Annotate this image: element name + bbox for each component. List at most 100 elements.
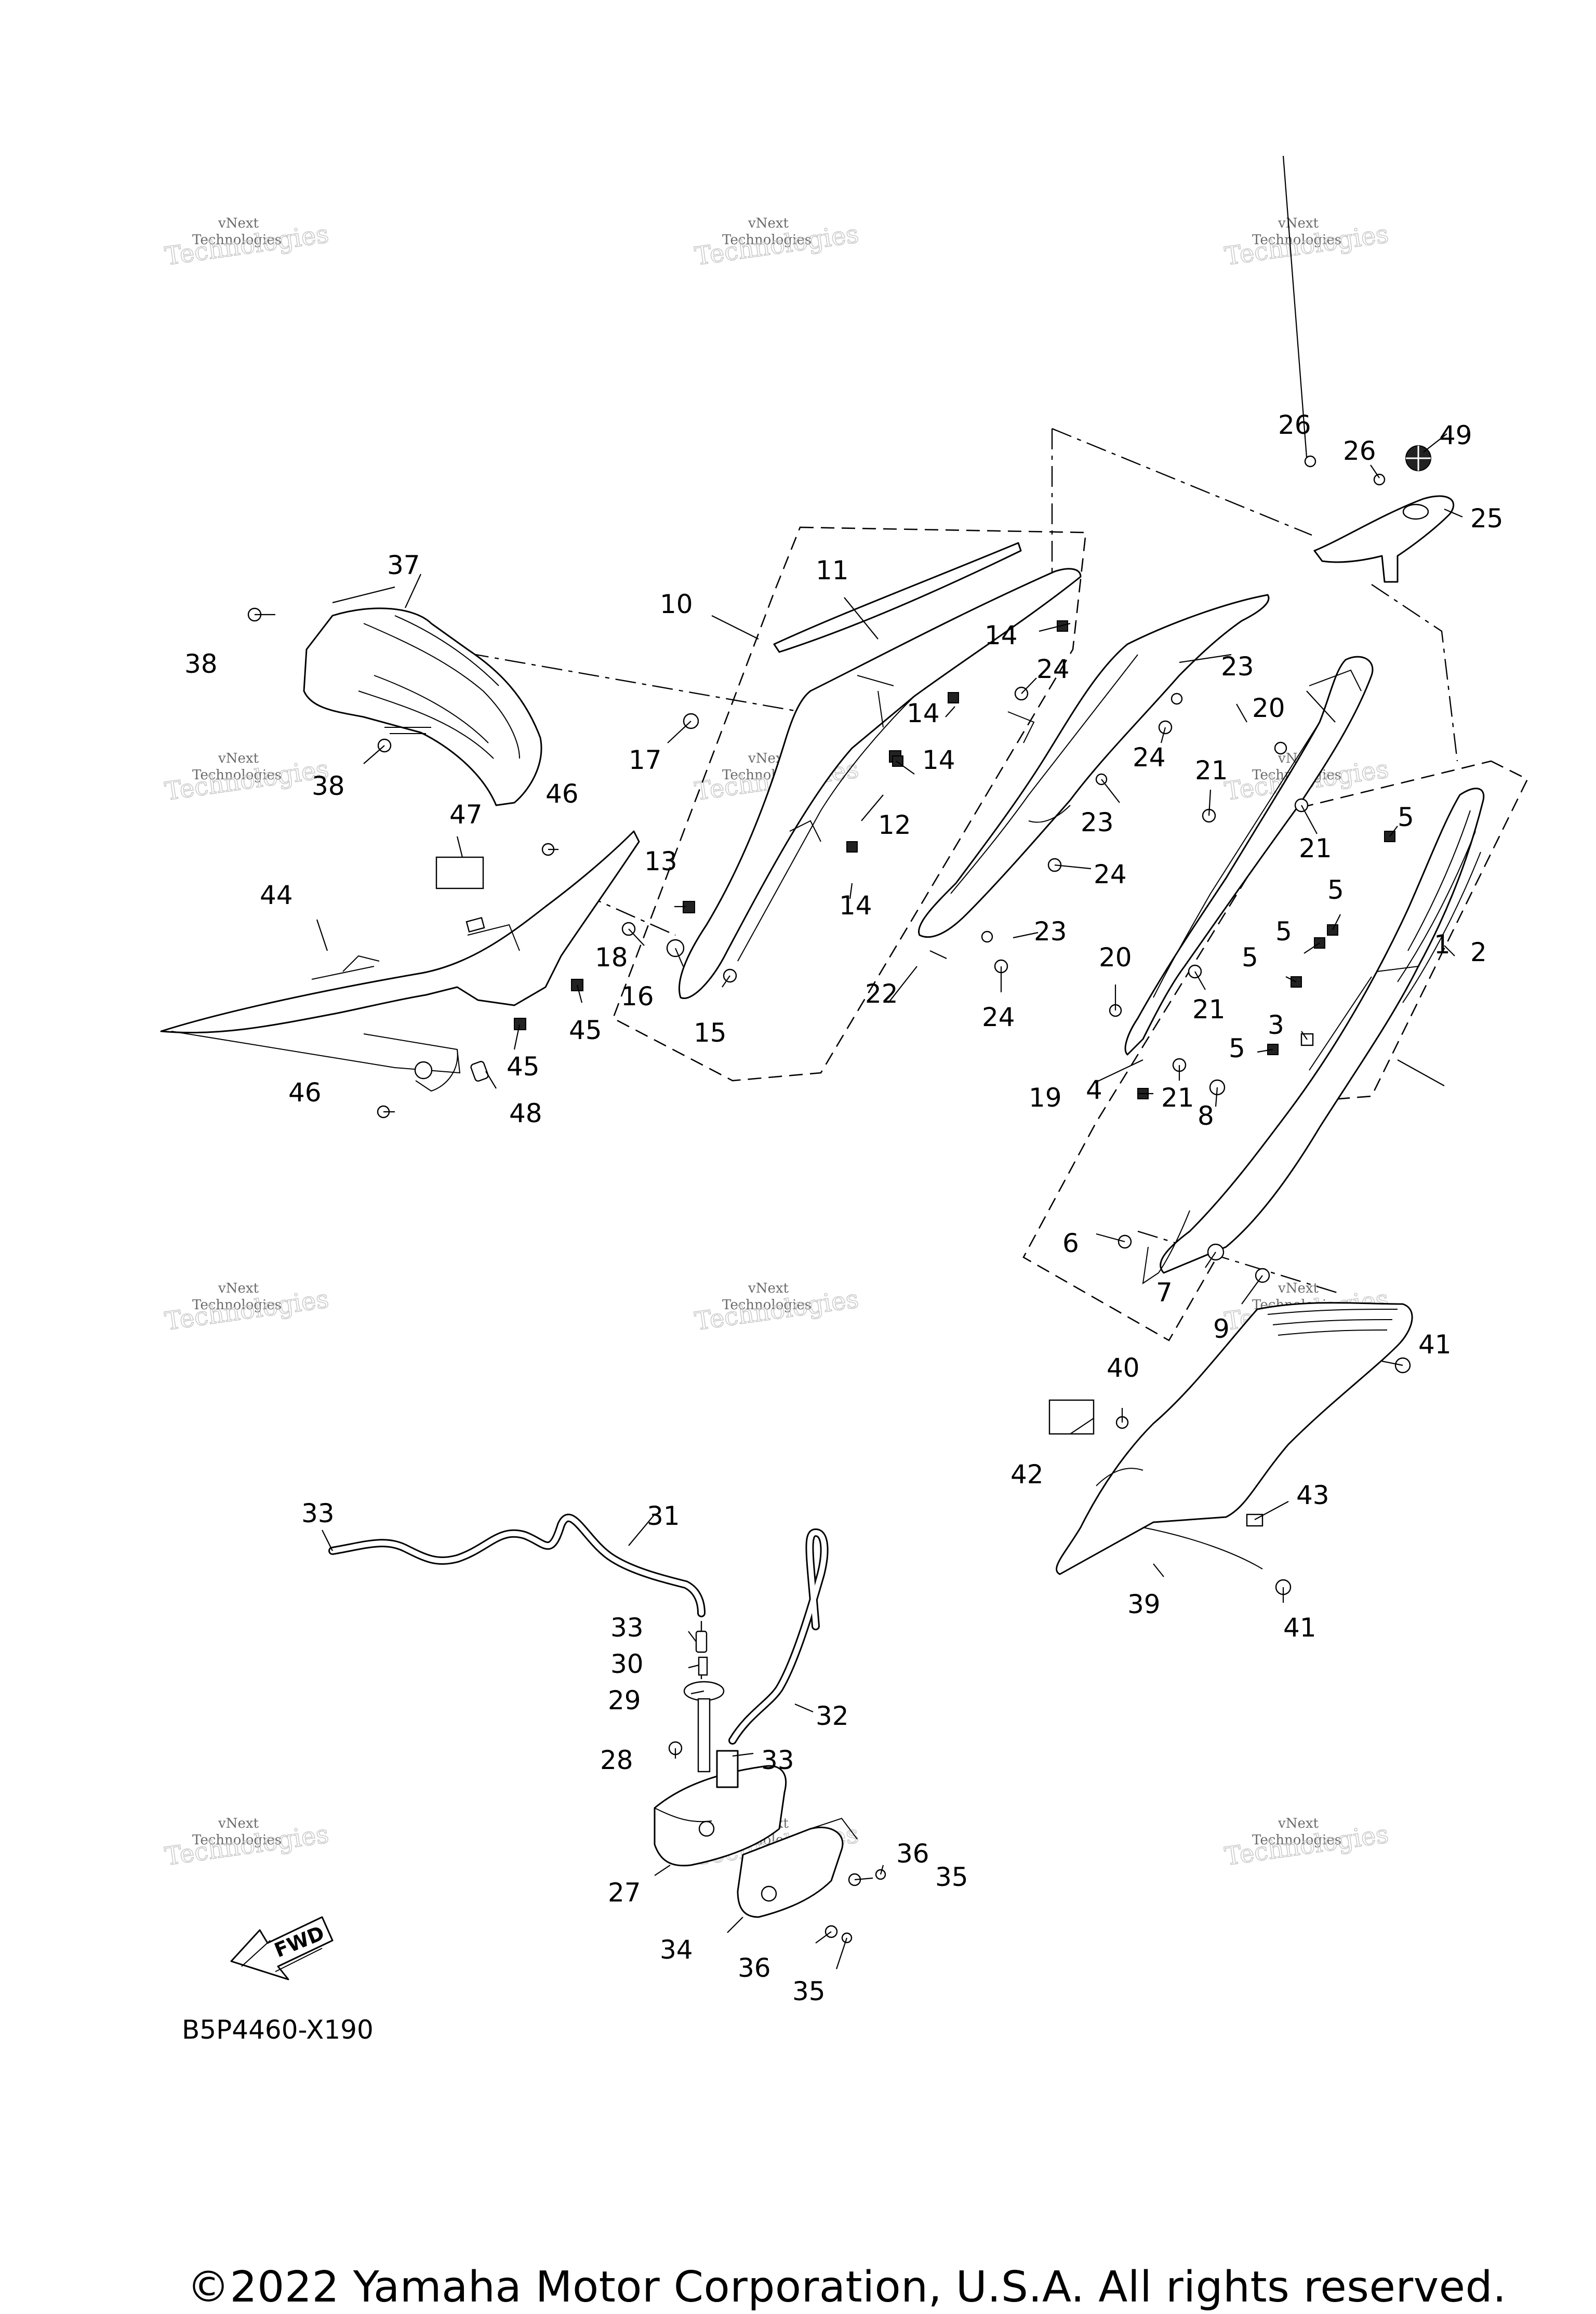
callout-43: 43 bbox=[1296, 1480, 1329, 1510]
callout-23a: 23 bbox=[1221, 651, 1254, 682]
clip-14-icon bbox=[846, 841, 858, 853]
part-11-trim-strip bbox=[773, 542, 1022, 653]
part-44-grommet bbox=[414, 1061, 433, 1080]
callout-49: 49 bbox=[1439, 420, 1472, 450]
callout-9: 9 bbox=[1213, 1314, 1230, 1344]
callout-8: 8 bbox=[1198, 1101, 1214, 1131]
callout-23c: 23 bbox=[1034, 916, 1067, 947]
watermark-text: Technologies bbox=[1252, 232, 1341, 248]
callout-24b: 24 bbox=[1133, 742, 1166, 773]
callout-24c: 24 bbox=[1094, 859, 1127, 889]
watermark-8: vNext Technologies Technologies bbox=[693, 1281, 861, 1337]
callout-7: 7 bbox=[1156, 1278, 1173, 1308]
alignment-line bbox=[1371, 584, 1458, 762]
watermark-text: vNext bbox=[1278, 216, 1319, 231]
callout-15: 15 bbox=[694, 1018, 727, 1048]
callout-36a: 36 bbox=[896, 1839, 929, 1869]
callout-21d: 21 bbox=[1161, 1083, 1194, 1113]
callout-23b: 23 bbox=[1081, 807, 1114, 837]
callout-28: 28 bbox=[600, 1745, 633, 1775]
clip-14-icon bbox=[948, 692, 959, 703]
callout-24a: 24 bbox=[1036, 654, 1070, 684]
callout-17: 17 bbox=[629, 745, 662, 775]
callout-20b: 20 bbox=[1099, 942, 1132, 973]
watermark-text: Technologies bbox=[192, 232, 282, 248]
callout-1: 1 bbox=[1434, 929, 1451, 960]
part-22-center-panel bbox=[918, 594, 1270, 938]
callout-42: 42 bbox=[1010, 1459, 1044, 1490]
watermark-text: vNext bbox=[748, 216, 789, 231]
watermark-text: vNext bbox=[1278, 1816, 1319, 1831]
screw-20-icon bbox=[1274, 741, 1287, 755]
callout-18: 18 bbox=[595, 942, 628, 973]
part-44-tab bbox=[466, 916, 485, 933]
callout-13: 13 bbox=[644, 846, 677, 876]
watermark-text: vNext bbox=[1278, 1281, 1319, 1296]
callout-32: 32 bbox=[816, 1701, 849, 1731]
callout-numbers: 1 2 3 4 5 5 5 5 5 6 7 8 9 10 11 12 13 14… bbox=[184, 410, 1504, 2006]
callout-40: 40 bbox=[1107, 1353, 1140, 1383]
callout-46b: 46 bbox=[288, 1078, 322, 1108]
callout-30: 30 bbox=[610, 1649, 644, 1679]
part-27-mount bbox=[716, 1750, 739, 1788]
callout-29: 29 bbox=[608, 1685, 641, 1715]
callout-46a: 46 bbox=[546, 779, 579, 809]
watermark-text: Technologies bbox=[722, 1297, 812, 1313]
callout-38b: 38 bbox=[312, 771, 345, 801]
fwd-arrow-icon: FWD bbox=[230, 1916, 334, 1980]
watermark-12: vNext Technologies Technologies bbox=[1222, 1816, 1391, 1872]
callout-48: 48 bbox=[509, 1098, 542, 1128]
watermark-text: Technologies bbox=[192, 767, 282, 783]
callout-16: 16 bbox=[621, 981, 654, 1012]
watermark-text: Technologies bbox=[722, 232, 812, 248]
watermark-4: vNext Technologies Technologies bbox=[163, 751, 331, 807]
watermark-text: vNext bbox=[218, 216, 259, 231]
grommet-48-icon bbox=[470, 1061, 489, 1082]
watermark-text: vNext bbox=[218, 1816, 259, 1831]
watermark-text: vNext bbox=[748, 1281, 789, 1296]
clip-45-icon bbox=[514, 1018, 526, 1030]
callout-41b: 41 bbox=[1283, 1613, 1316, 1643]
part-19-inner-panel bbox=[1124, 656, 1374, 1056]
callout-45a: 45 bbox=[507, 1052, 540, 1082]
watermark-7: vNext Technologies Technologies bbox=[163, 1281, 331, 1337]
callout-22: 22 bbox=[865, 979, 898, 1009]
callout-6: 6 bbox=[1062, 1228, 1079, 1258]
copyright-notice: ©2022 Yamaha Motor Corporation, U.S.A. A… bbox=[187, 2263, 1507, 2312]
callout-14d: 14 bbox=[839, 890, 872, 921]
callout-21b: 21 bbox=[1299, 833, 1332, 863]
callout-5a: 5 bbox=[1398, 802, 1414, 832]
watermark-10: vNext Technologies Technologies bbox=[163, 1816, 331, 1872]
callout-5c: 5 bbox=[1275, 916, 1292, 947]
pipe-32-hose bbox=[728, 1528, 829, 1745]
callout-14c: 14 bbox=[922, 745, 955, 775]
watermark-2: vNext Technologies Technologies bbox=[693, 216, 861, 272]
part-42-label-icon bbox=[1048, 1399, 1095, 1435]
callout-33b: 33 bbox=[610, 1613, 644, 1643]
group-10-outline bbox=[612, 526, 1087, 1082]
callout-36b: 36 bbox=[738, 1953, 771, 1983]
callout-4: 4 bbox=[1086, 1075, 1102, 1105]
screw-26-icon bbox=[1304, 455, 1316, 468]
callout-21c: 21 bbox=[1192, 994, 1226, 1025]
callout-10: 10 bbox=[660, 589, 693, 619]
watermark-text: Technologies bbox=[192, 1832, 282, 1848]
part-34-bushing bbox=[761, 1885, 777, 1902]
part-34-bracket bbox=[737, 1817, 858, 1918]
watermark-1: vNext Technologies Technologies bbox=[163, 216, 331, 272]
leader-lines bbox=[255, 155, 1463, 1970]
watermark-text: vNext bbox=[218, 751, 259, 766]
part-25-bracket bbox=[1313, 495, 1455, 583]
callout-39: 39 bbox=[1127, 1589, 1161, 1619]
watermark-text: Technologies bbox=[192, 1297, 282, 1313]
callout-19: 19 bbox=[1029, 1083, 1062, 1113]
part-10-upper-cover bbox=[678, 568, 1082, 999]
callout-38a: 38 bbox=[184, 649, 218, 679]
part-27-port bbox=[698, 1820, 715, 1837]
screw-23-icon bbox=[1171, 693, 1183, 705]
part-44-side-panel bbox=[160, 830, 640, 1092]
callout-14a: 14 bbox=[985, 620, 1018, 650]
part-37-cover bbox=[303, 607, 542, 806]
callout-24d: 24 bbox=[982, 1002, 1015, 1032]
